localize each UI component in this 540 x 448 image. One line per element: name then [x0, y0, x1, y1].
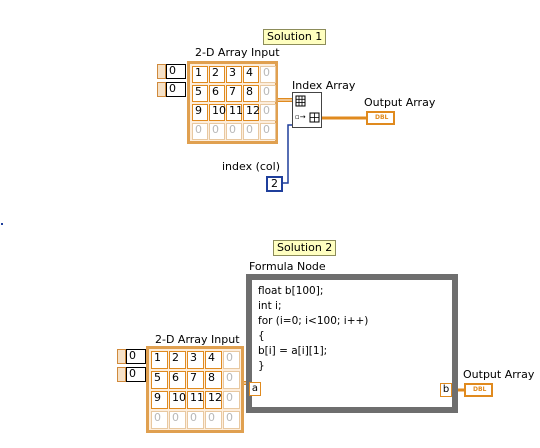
- array-cell[interactable]: 4: [243, 66, 259, 83]
- array-cell[interactable]: 1: [192, 66, 208, 83]
- row-index-field[interactable]: 0: [126, 349, 146, 364]
- index-spinner[interactable]: [117, 367, 126, 382]
- col-index-field[interactable]: 0: [166, 82, 186, 97]
- array-cell[interactable]: 3: [187, 351, 204, 369]
- code-line: float b[100];: [258, 285, 324, 297]
- index-spinner[interactable]: [157, 64, 166, 79]
- code-line: }: [258, 360, 265, 372]
- array-cell[interactable]: 12: [205, 391, 222, 409]
- array-cell[interactable]: 0: [192, 123, 208, 140]
- array-cell[interactable]: 10: [209, 104, 226, 121]
- array-cell[interactable]: 5: [192, 85, 208, 102]
- array-cell[interactable]: 8: [205, 371, 222, 389]
- array-cell[interactable]: 3: [226, 66, 242, 83]
- formula-code[interactable]: float b[100]; int i; for (i=0; i<100; i+…: [258, 284, 448, 374]
- array-cell[interactable]: 2: [209, 66, 225, 83]
- array-cell[interactable]: 6: [209, 85, 225, 102]
- array-cell[interactable]: 11: [226, 104, 243, 121]
- index-spinner[interactable]: [157, 82, 166, 97]
- index-array-icon: ▫→: [295, 95, 320, 123]
- array-cell[interactable]: 5: [151, 371, 168, 389]
- solution2-index-display: 0 0: [117, 349, 149, 385]
- solution1-output-label: Output Array: [364, 96, 436, 109]
- solution1-title: Solution 1: [263, 29, 327, 45]
- row-index-field[interactable]: 0: [166, 64, 186, 79]
- formula-node-label: Formula Node: [249, 260, 326, 273]
- stray-dot: [1, 223, 3, 225]
- array-cell[interactable]: 0: [205, 411, 222, 429]
- array-cell[interactable]: 0: [223, 371, 240, 389]
- array-cell[interactable]: 0: [260, 66, 276, 83]
- formula-output-tunnel[interactable]: b: [440, 383, 452, 397]
- array-cell[interactable]: 0: [223, 391, 240, 409]
- solution2-output-indicator: DBL: [464, 383, 493, 397]
- array-cell[interactable]: 0: [226, 123, 242, 140]
- array-cell[interactable]: 0: [169, 411, 186, 429]
- array-cell[interactable]: 7: [226, 85, 242, 102]
- array-cell[interactable]: 12: [243, 104, 260, 121]
- index-array-node[interactable]: ▫→: [292, 92, 322, 128]
- array-cell[interactable]: 0: [260, 104, 276, 121]
- solution1-array-label: 2-D Array Input: [195, 46, 280, 59]
- array-cell[interactable]: 0: [223, 351, 240, 369]
- array-cell[interactable]: 0: [209, 123, 225, 140]
- code-line: b[i] = a[i][1];: [258, 345, 328, 357]
- array-cell[interactable]: 4: [205, 351, 222, 369]
- indicator-type: DBL: [375, 114, 389, 121]
- index-spinner[interactable]: [117, 349, 126, 364]
- solution1-output-indicator: DBL: [366, 111, 395, 125]
- array-cell[interactable]: 7: [187, 371, 204, 389]
- col-index-label: index (col): [222, 160, 281, 173]
- formula-input-tunnel[interactable]: a: [249, 382, 261, 396]
- array-cell[interactable]: 1: [151, 351, 168, 369]
- formula-node[interactable]: float b[100]; int i; for (i=0; i<100; i+…: [246, 274, 458, 413]
- indicator-type: DBL: [473, 386, 487, 393]
- array-cell[interactable]: 9: [151, 391, 168, 409]
- solution2-array-label: 2-D Array Input: [155, 333, 240, 346]
- array-cell[interactable]: 0: [151, 411, 168, 429]
- array-cell[interactable]: 0: [260, 85, 276, 102]
- solution2-title: Solution 2: [273, 240, 337, 256]
- array-cell[interactable]: 0: [187, 411, 204, 429]
- code-line: for (i=0; i<100; i++): [258, 315, 369, 327]
- array-cell[interactable]: 9: [192, 104, 208, 121]
- array-cell[interactable]: 0: [223, 411, 240, 429]
- array-cell[interactable]: 2: [169, 351, 186, 369]
- array-cell[interactable]: 6: [169, 371, 186, 389]
- svg-text:▫→: ▫→: [295, 113, 306, 121]
- array-cell[interactable]: 8: [243, 85, 259, 102]
- col-index-constant[interactable]: 2: [266, 176, 283, 192]
- code-line: int i;: [258, 300, 282, 312]
- solution2-output-label: Output Array: [463, 368, 535, 381]
- array-cell[interactable]: 11: [187, 391, 204, 409]
- array-cell[interactable]: 0: [243, 123, 259, 140]
- array-cell[interactable]: 0: [260, 123, 276, 140]
- col-index-field[interactable]: 0: [126, 367, 146, 382]
- col-index-value: 2: [271, 177, 278, 190]
- code-line: {: [258, 330, 265, 342]
- wire-col-index: [283, 124, 296, 184]
- array-cell[interactable]: 10: [169, 391, 186, 409]
- index-array-label: Index Array: [292, 79, 356, 92]
- solution1-index-display: 0 0: [157, 64, 189, 100]
